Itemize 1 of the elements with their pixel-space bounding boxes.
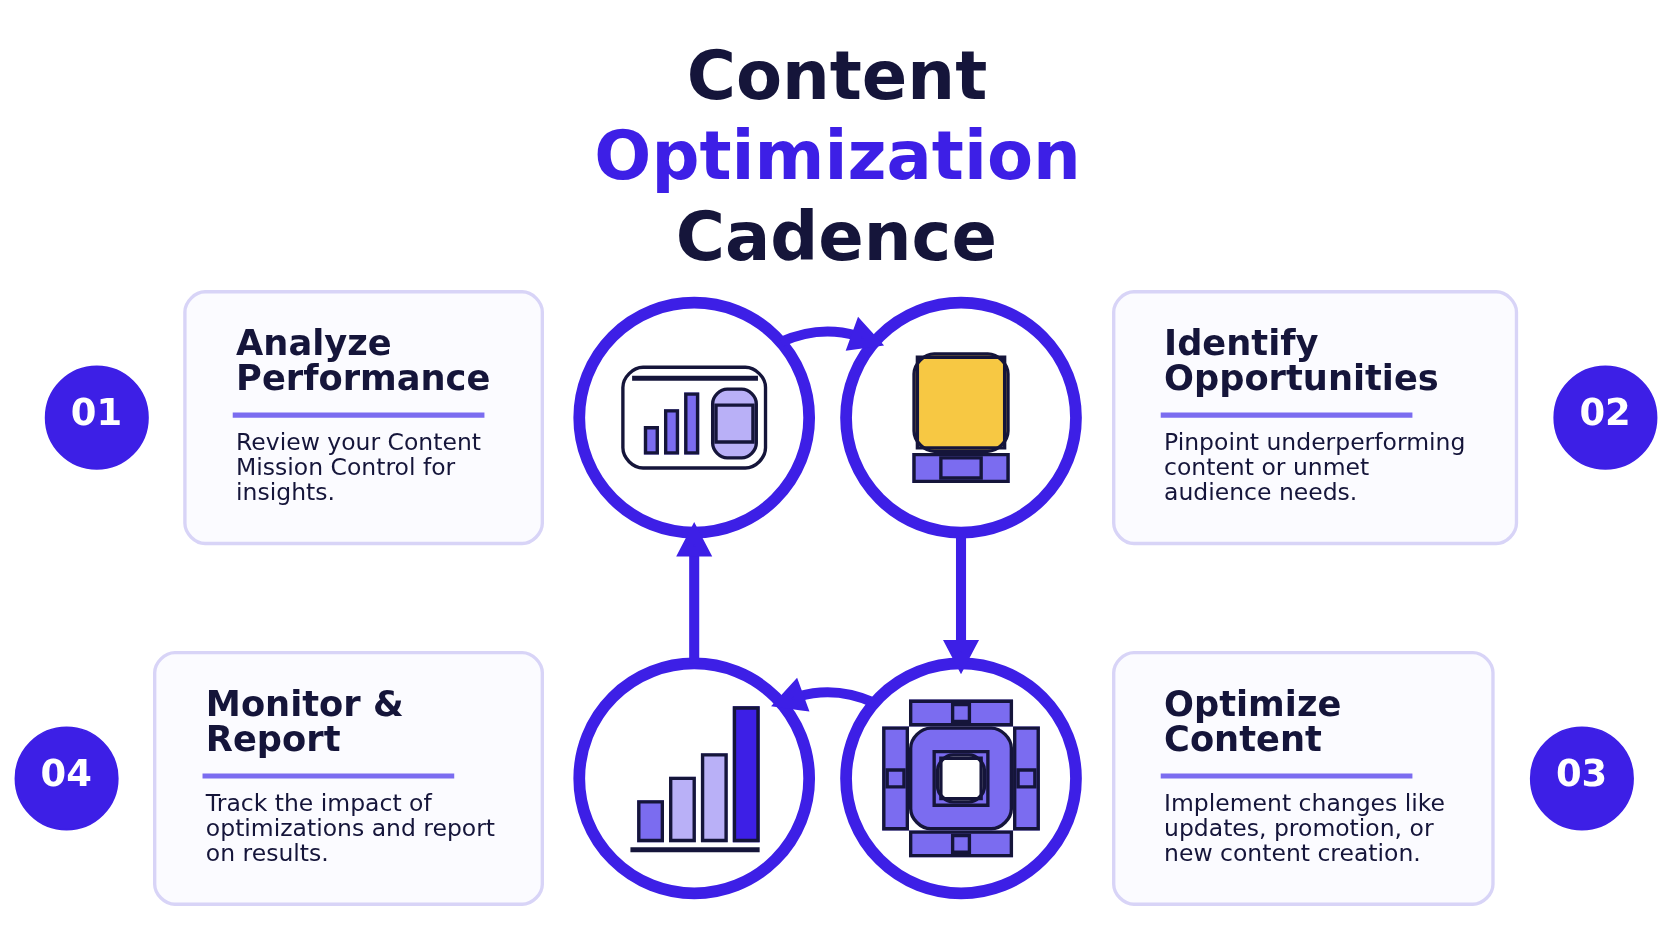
diagram-title: Content Optimization Cadence <box>594 36 1081 276</box>
